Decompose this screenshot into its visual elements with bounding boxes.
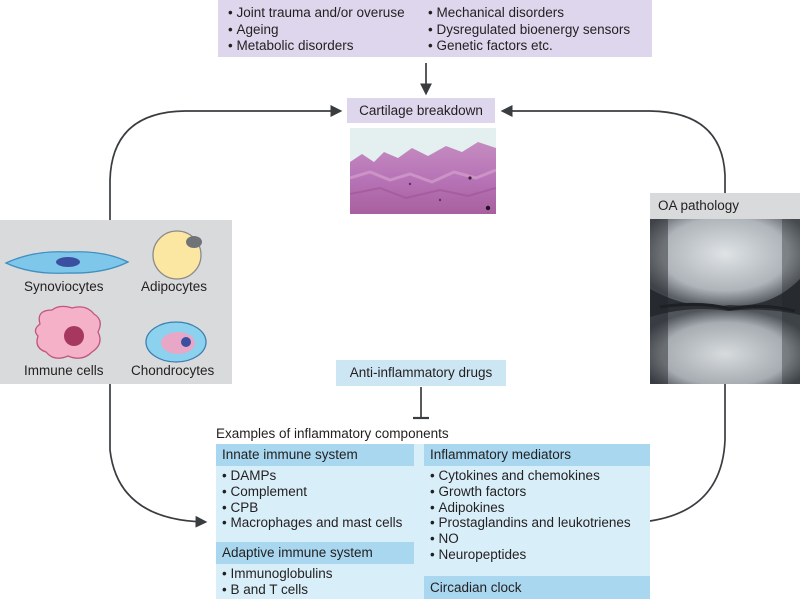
risk-factor-item: Metabolic disorders	[228, 38, 405, 55]
list-item: Prostaglandins and leukotrienes	[430, 515, 630, 531]
adipocyte-icon	[152, 230, 202, 280]
risk-factor-item: Mechanical disorders	[428, 5, 630, 22]
immune-cell-icon	[34, 305, 101, 359]
risk-factors-right-list: Mechanical disorders Dysregulated bioene…	[428, 5, 630, 55]
list-item: B and T cells	[222, 582, 333, 598]
list-item: Adipokines	[430, 500, 631, 516]
innate-immune-header: Innate immune system	[216, 444, 414, 466]
components-to-oa-arc	[649, 384, 726, 522]
cells-to-components-arc	[109, 384, 208, 528]
cartilage-breakdown-label: Cartilage breakdown	[347, 98, 495, 123]
oa-to-breakdown-arc	[500, 105, 726, 193]
inflammatory-mediators-list: Cytokines and chemokines Growth factors …	[430, 468, 631, 563]
anti-inflammatory-drugs-label: Anti-inflammatory drugs	[336, 360, 506, 386]
risk-factor-item: Ageing	[228, 22, 405, 39]
chondrocytes-label: Chondrocytes	[131, 363, 215, 378]
adaptive-immune-list: Immunoglobulins B and T cells	[222, 566, 333, 598]
chondrocyte-icon	[145, 321, 207, 363]
examples-title: Examples of inflammatory components	[216, 426, 449, 441]
list-item: Neuropeptides	[430, 547, 631, 563]
adipocytes-label: Adipocytes	[141, 279, 208, 294]
inflammatory-mediators-header: Inflammatory mediators	[424, 444, 650, 466]
risk-factors-left-list: Joint trauma and/or overuse Ageing Metab…	[228, 5, 405, 55]
adaptive-immune-header: Adaptive immune system	[216, 542, 414, 564]
list-item: Growth factors	[430, 484, 631, 500]
list-item: Cytokines and chemokines	[430, 468, 631, 484]
inflammatory-components-panel: Innate immune system DAMPs Complement CP…	[216, 444, 650, 599]
list-item: Macrophages and mast cells	[222, 515, 402, 531]
list-item: NO	[430, 531, 631, 547]
cell-types-panel: Synoviocytes Adipocytes Immune cells Cho…	[0, 220, 232, 384]
knee-xray-image	[650, 219, 800, 384]
circadian-clock-header: Circadian clock	[424, 576, 650, 599]
list-item: DAMPs	[222, 468, 402, 484]
risk-factors-box: Joint trauma and/or overuse Ageing Metab…	[218, 0, 652, 57]
list-item: CPB	[222, 500, 402, 516]
cells-to-breakdown-arc	[109, 105, 343, 220]
synoviocyte-icon	[4, 251, 130, 274]
list-item: Immunoglobulins	[222, 566, 332, 582]
oa-pathology-label: OA pathology	[650, 193, 800, 219]
risk-factor-item: Dysregulated bioenergy sensors	[428, 22, 630, 39]
risk-factor-item: Joint trauma and/or overuse	[228, 5, 404, 22]
cartilage-histology-image	[350, 128, 496, 214]
list-item: Complement	[222, 484, 402, 500]
innate-immune-list: DAMPs Complement CPB Macrophages and mas…	[222, 468, 402, 531]
immune-cells-label: Immune cells	[24, 363, 104, 378]
synoviocytes-label: Synoviocytes	[24, 279, 104, 294]
risk-factor-item: Genetic factors etc.	[428, 38, 630, 55]
